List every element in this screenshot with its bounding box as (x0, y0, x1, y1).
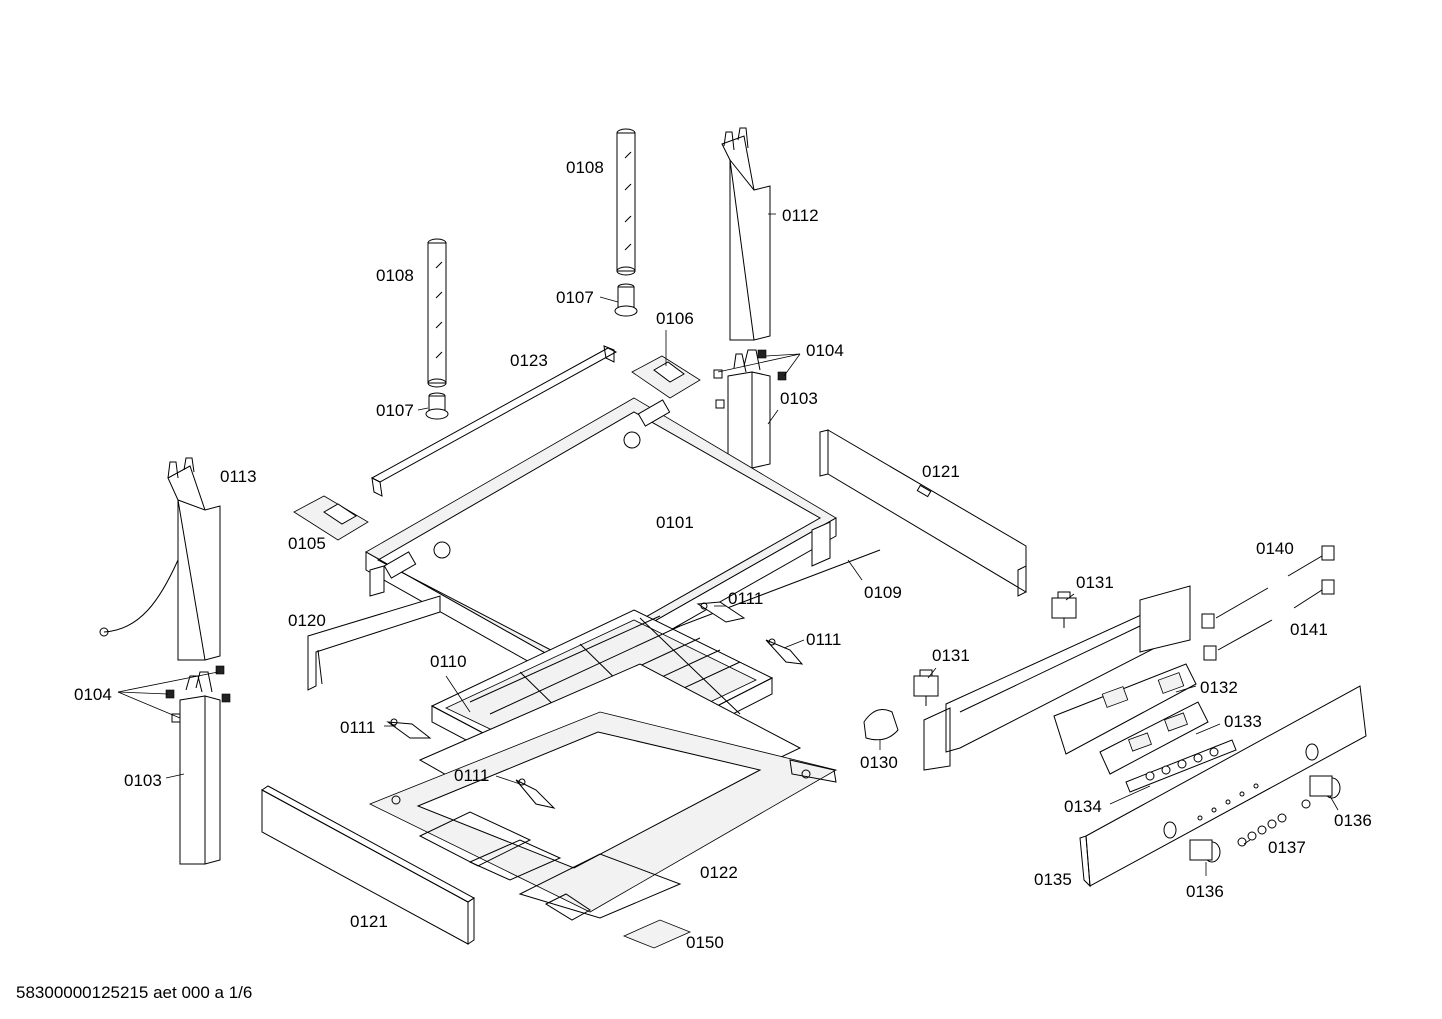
knob-0136-a (1189, 839, 1221, 863)
part-labels: 0101 0103 0103 0104 0104 0105 0106 0107 … (74, 158, 1372, 952)
leg-0112 (721, 127, 771, 341)
label-0109: 0109 (864, 583, 902, 602)
label-0137: 0137 (1268, 838, 1306, 857)
switch-0131-b (913, 669, 939, 706)
side-rail-0120 (307, 595, 441, 691)
label-0110: 0110 (430, 652, 467, 671)
label-0108-right: 0108 (566, 158, 604, 177)
knob-0136-b (1309, 775, 1341, 799)
label-0123: 0123 (510, 351, 548, 370)
label-0104-right: 0104 (806, 341, 844, 360)
hinge-plate-0106 (631, 355, 701, 399)
label-0104-left: 0104 (74, 685, 112, 704)
pcb-0133 (1099, 701, 1209, 775)
bracket-0123 (370, 345, 618, 497)
label-0121-lower: 0121 (350, 912, 388, 931)
knob-board-0134 (1125, 739, 1237, 793)
back-panel-0121-upper (819, 429, 1027, 597)
label-0113: 0113 (220, 467, 257, 486)
label-0107-left: 0107 (376, 401, 414, 420)
label-0150: 0150 (686, 933, 724, 952)
base-tray-0122 (369, 711, 838, 921)
front-fascia-0135 (1079, 685, 1367, 888)
label-0106: 0106 (656, 309, 694, 328)
leader-lines (117, 213, 1339, 876)
leg-0103-left (179, 671, 221, 865)
label-0135: 0135 (1034, 870, 1072, 889)
leg-0103-right (727, 349, 771, 469)
label-0122: 0122 (700, 863, 738, 882)
label-0120: 0120 (288, 611, 326, 630)
document-code: 58300000125215 aet 000 a 1/6 (16, 983, 252, 1002)
label-0111-b: 0111 (806, 630, 841, 649)
label-0112: 0112 (782, 206, 819, 225)
clips-0104-left (165, 665, 231, 723)
leg-0113 (99, 457, 221, 661)
pcb-0132 (1053, 663, 1197, 755)
label-0132: 0132 (1200, 678, 1238, 697)
cable-0140 (1201, 545, 1335, 629)
label-0133: 0133 (1224, 712, 1262, 731)
label-0141: 0141 (1290, 620, 1328, 639)
label-0131-b: 0131 (932, 646, 970, 665)
label-0101: 0101 (656, 513, 694, 532)
label-0150 (622, 919, 692, 949)
buttons-0137 (1237, 799, 1311, 847)
front-panel-0121-lower (261, 785, 475, 945)
label-0111-a: 0111 (728, 589, 763, 608)
hinge-0111-c (386, 718, 432, 739)
column-0108-right (616, 128, 636, 276)
label-0108-left: 0108 (376, 266, 414, 285)
clips-0104-right (713, 349, 787, 409)
label-0134: 0134 (1064, 797, 1102, 816)
hinge-0111-b (765, 638, 804, 665)
label-0103-right: 0103 (780, 389, 818, 408)
foot-0107-left (425, 392, 449, 420)
label-0105: 0105 (288, 534, 326, 553)
label-0121-upper: 0121 (922, 462, 960, 481)
control-frame (923, 585, 1191, 771)
cable-0141 (1203, 579, 1335, 661)
label-0111-c: 0111 (340, 718, 375, 737)
label-0140: 0140 (1256, 539, 1294, 558)
label-0131-a: 0131 (1076, 573, 1114, 592)
label-0111-d: 0111 (454, 766, 489, 785)
hinge-0111-d (515, 778, 556, 809)
label-0107-right: 0107 (556, 288, 594, 307)
switch-0131-a (1051, 591, 1077, 628)
lamp-0130 (863, 709, 899, 741)
column-0108-left (427, 238, 447, 388)
hinge-0111-a (696, 601, 746, 623)
label-0136-a: 0136 (1186, 882, 1224, 901)
label-0136-b: 0136 (1334, 811, 1372, 830)
label-0130: 0130 (860, 753, 898, 772)
hinge-plate-0105 (293, 495, 369, 541)
label-0103-left: 0103 (124, 771, 162, 790)
foot-0107-right (614, 283, 638, 317)
